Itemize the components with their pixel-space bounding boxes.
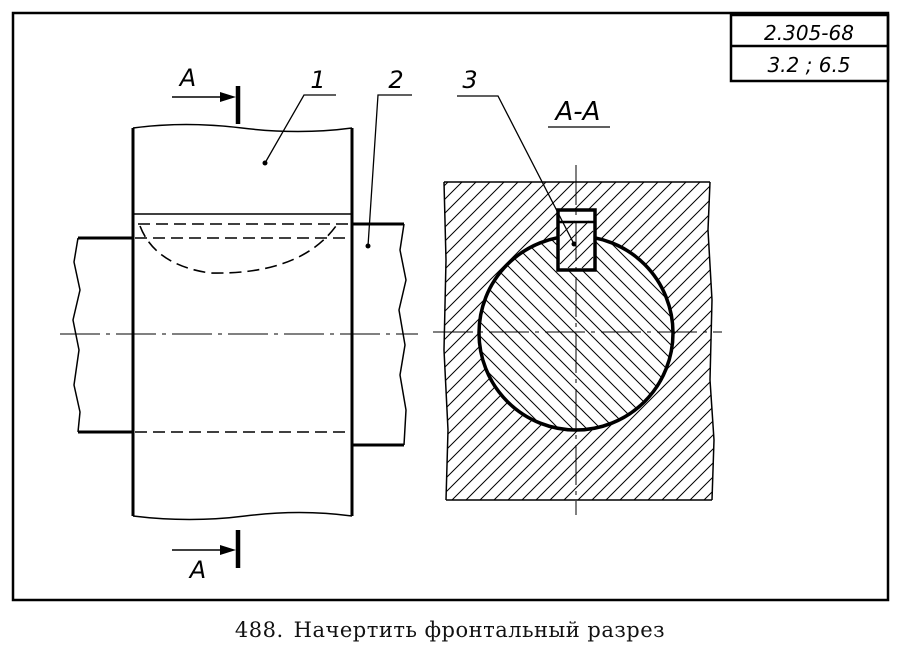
figure-number: 488. (234, 618, 284, 642)
callout-3: 3 (457, 66, 577, 247)
hidden-lines (135, 223, 350, 433)
section-title: A-A (554, 97, 601, 127)
reference-numbers: 3.2 ; 6.5 (767, 53, 850, 77)
section-a-a: A-A (433, 66, 722, 515)
callout-3-number: 3 (462, 66, 477, 94)
callout-1: 1 (262, 66, 336, 166)
drawing-frame (11, 11, 890, 602)
section-marker-top: A (172, 64, 241, 124)
section-marker-bottom: A (172, 530, 241, 584)
figure-caption: 488. Начертить фронтальный разрез (0, 618, 900, 642)
shaft-part-2 (72, 222, 407, 447)
section-letter-bottom: A (188, 556, 206, 584)
figure-caption-text: Начертить фронтальный разрез (293, 618, 666, 642)
callout-1-number: 1 (310, 66, 325, 94)
standard-number: 2.305-68 (764, 21, 854, 45)
callout-2: 2 (365, 66, 412, 249)
title-block: 2.305-68 3.2 ; 6.5 (729, 13, 890, 83)
hub-part-1 (131, 123, 354, 521)
callout-2-number: 2 (388, 66, 403, 94)
section-letter-top: A (178, 64, 196, 92)
front-view: A A 1 2 (60, 64, 418, 584)
